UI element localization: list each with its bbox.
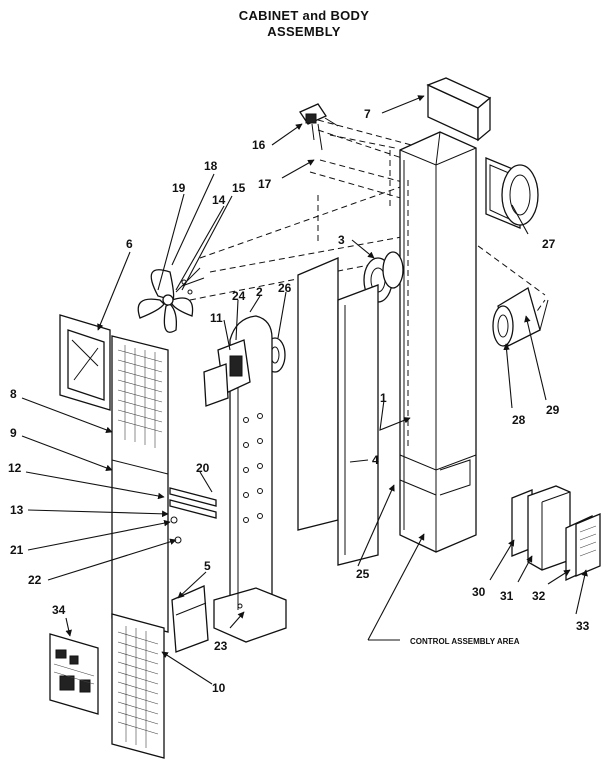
callout-8: 8 [10,387,17,401]
callout-12: 12 [8,461,22,475]
callout-13: 13 [10,503,24,517]
callout-4: 4 [372,453,379,467]
callout-labels: 7 16 17 18 19 14 15 3 27 6 2 26 24 11 1 … [8,107,590,695]
cabinet-shell [399,131,477,553]
callout-16: 16 [252,138,266,152]
part-6-side-panel [59,314,111,411]
callout-24: 24 [232,289,246,303]
callout-19: 19 [172,181,186,195]
part-7-top-bracket [426,77,492,142]
callout-1: 1 [380,391,387,405]
callout-31: 31 [500,589,514,603]
callout-30: 30 [472,585,486,599]
part-24-control-block [203,339,251,407]
part-18-fan-blade [137,267,205,333]
callout-10: 10 [212,681,226,695]
callout-32: 32 [532,589,546,603]
callout-7: 7 [364,107,371,121]
callout-33: 33 [576,619,590,633]
callout-21: 21 [10,543,24,557]
part-30-33-filter-assembly [511,485,601,582]
callout-22: 22 [28,573,42,587]
part-5-lower-bracket [171,585,209,653]
callout-20: 20 [196,461,210,475]
callout-28: 28 [512,413,526,427]
part-4-panel [297,257,379,566]
callout-2: 2 [256,285,263,299]
part-27-vent-grille [485,157,539,229]
part-8-front-panel [111,335,182,633]
title-line-1: CABINET and BODY [238,8,370,23]
part-2-body-column [213,315,287,643]
callout-15: 15 [232,181,246,195]
callout-14: 14 [212,193,226,207]
callout-3: 3 [338,233,345,247]
callout-29: 29 [546,403,560,417]
part-10-front-grille [111,613,165,759]
title-line-2: ASSEMBLY [267,24,341,39]
callout-6: 6 [126,237,133,251]
control-assembly-area-note: CONTROL ASSEMBLY AREA [410,637,520,646]
callout-26: 26 [278,281,292,295]
callout-23: 23 [214,639,228,653]
part-28-29-housing [492,287,549,347]
callout-11: 11 [210,311,223,325]
callout-5: 5 [204,559,211,573]
callout-25: 25 [356,567,370,581]
part-16-switch-block [299,103,339,151]
callout-17: 17 [258,177,272,191]
callout-9: 9 [10,426,17,440]
callout-27: 27 [542,237,556,251]
leader-lines [21,95,588,685]
callout-18: 18 [204,159,218,173]
part-34-label-plate [49,633,99,715]
callout-34: 34 [52,603,66,617]
part-20-bracket [169,487,217,519]
diagram-title: CABINET and BODY ASSEMBLY [0,8,608,40]
